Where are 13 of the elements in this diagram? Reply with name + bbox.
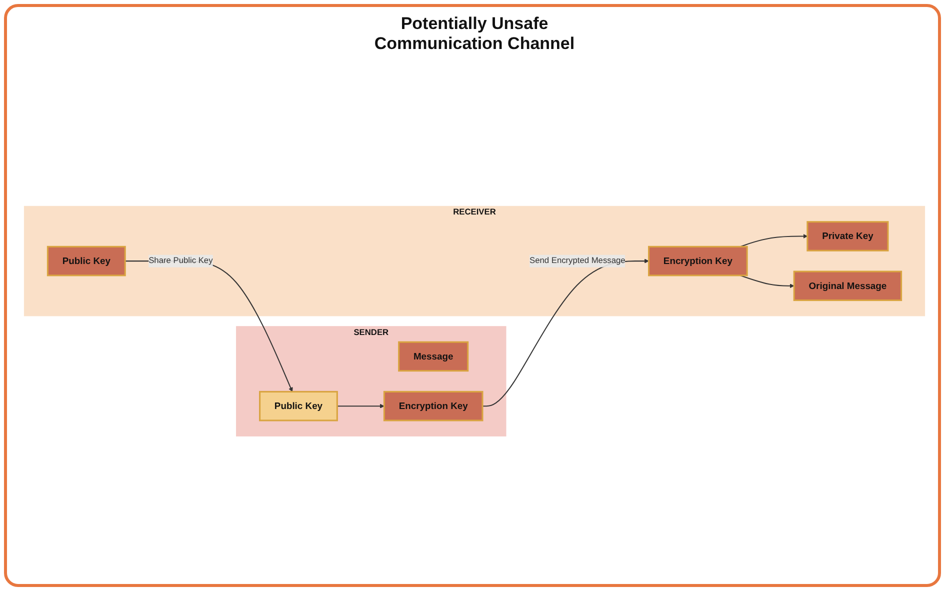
node-box: Public Key <box>259 391 338 422</box>
node-box: Original Message <box>793 271 902 302</box>
arrow <box>482 259 649 407</box>
node-box: Encryption Key <box>648 246 748 277</box>
node-box: Private Key <box>806 221 889 252</box>
node-box: Encryption Key <box>383 391 484 422</box>
arrow <box>337 404 384 409</box>
edge-label: Share Public Key <box>148 256 213 266</box>
node-box: Public Key <box>46 246 126 277</box>
edge-label: Send Encrypted Message <box>530 256 626 266</box>
channel-label: Potentially Unsafe Communication Channel <box>373 14 576 54</box>
node-box: Message <box>398 342 469 372</box>
arrow <box>740 234 808 248</box>
